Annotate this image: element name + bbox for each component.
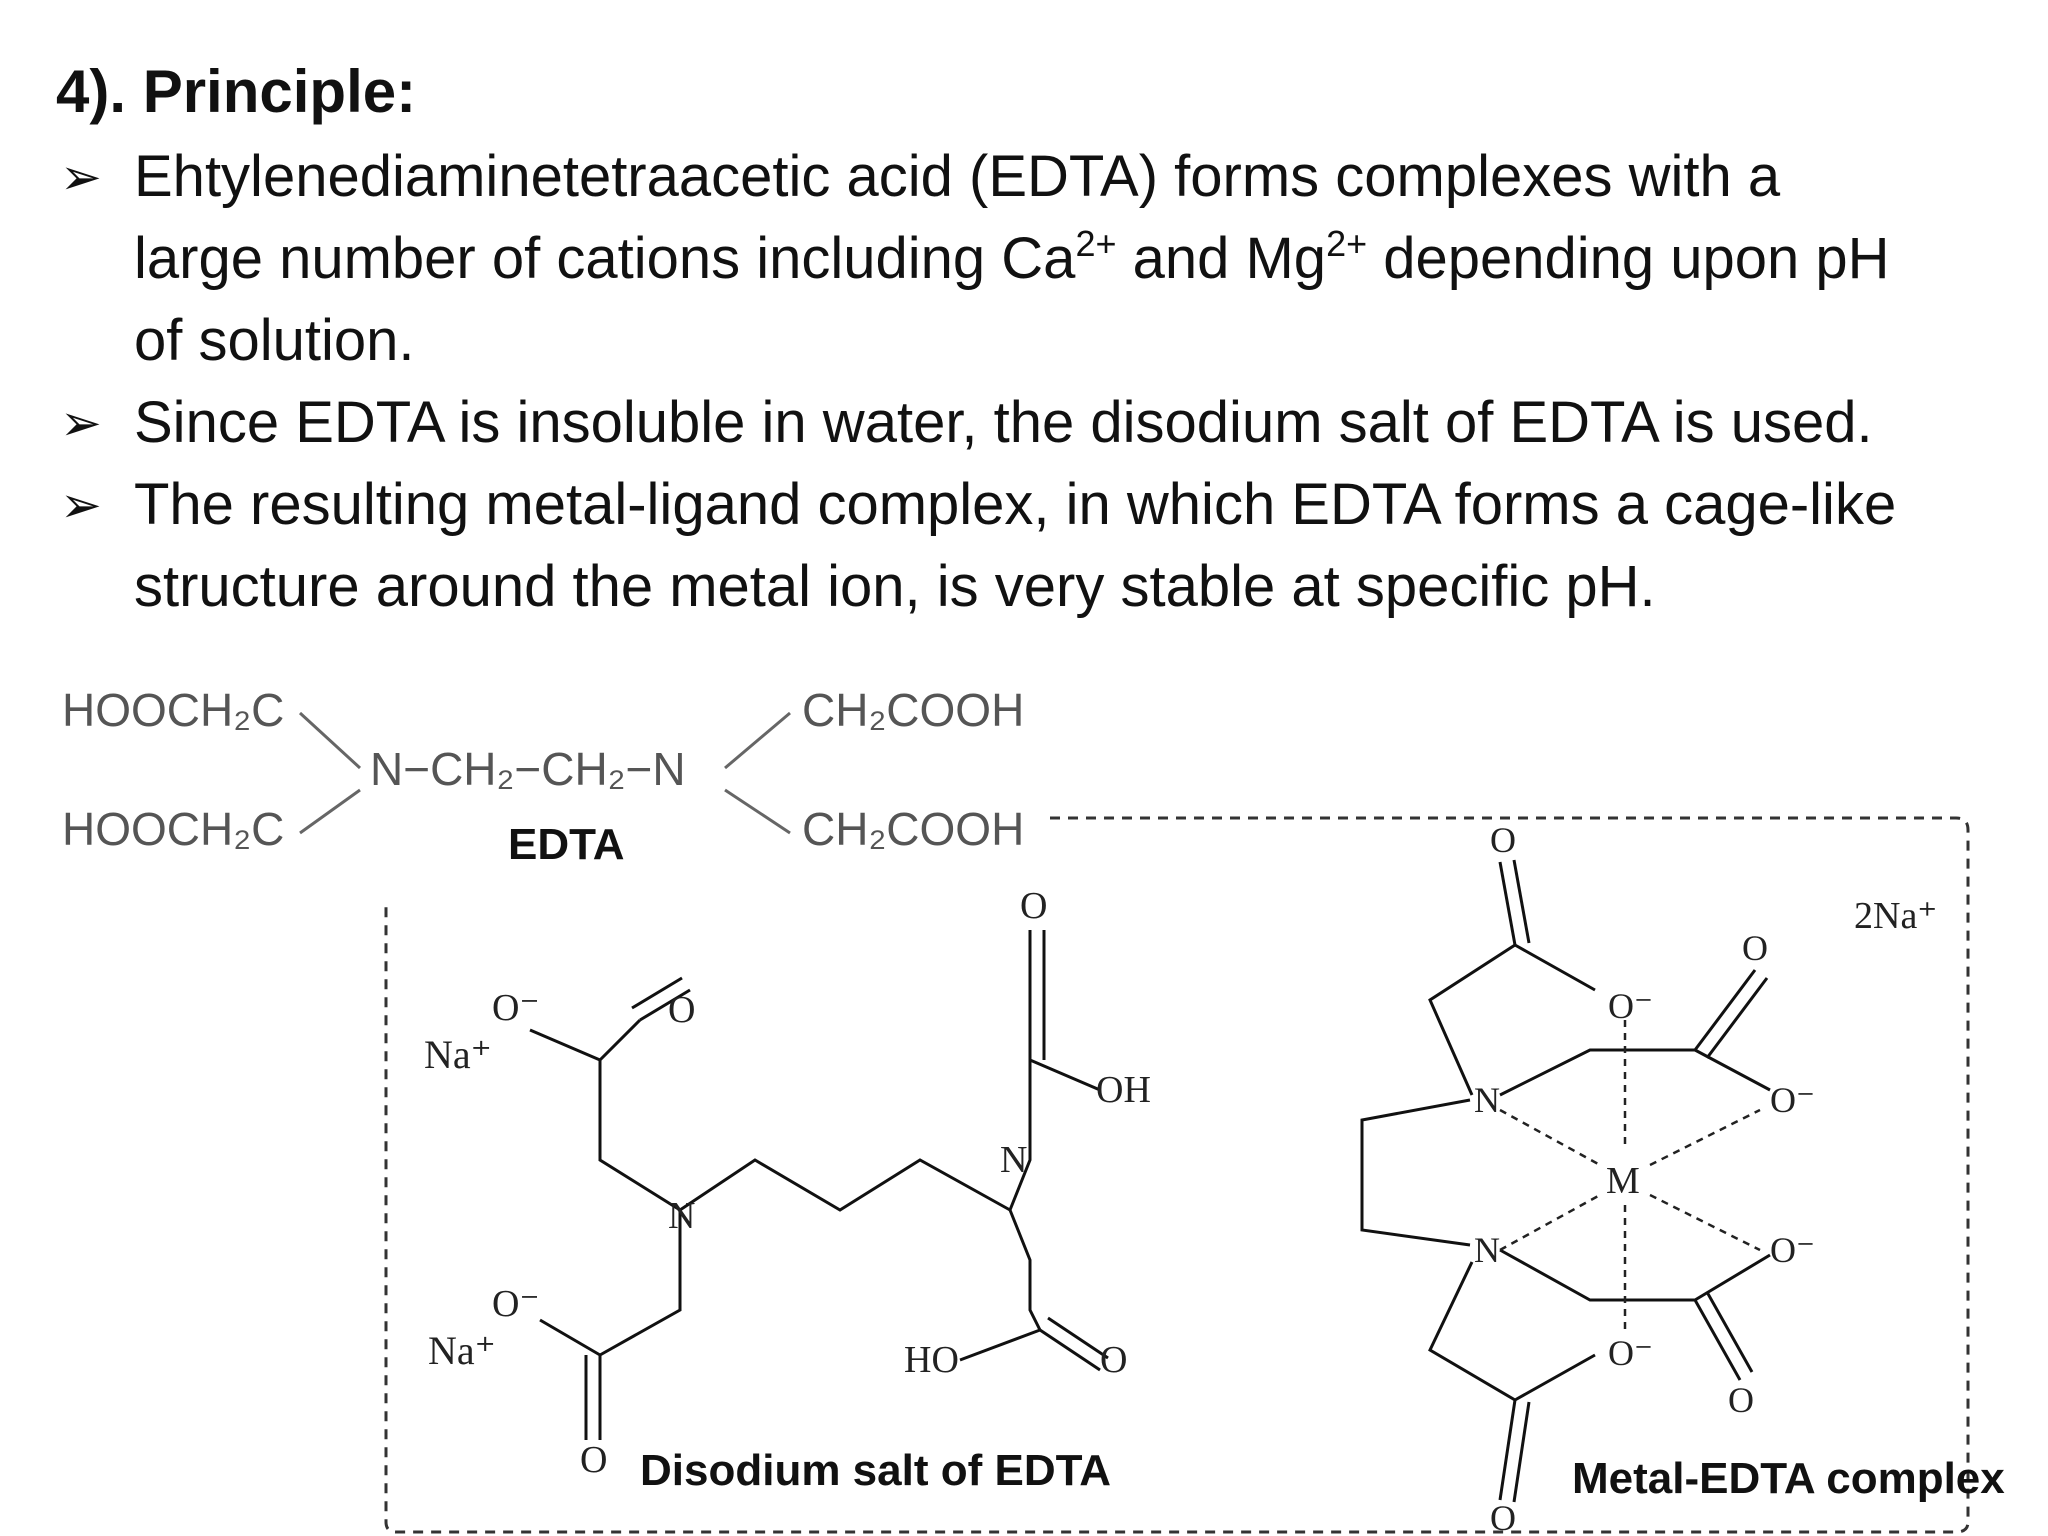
bullet-2-text: Since EDTA is insoluble in water, the di… xyxy=(134,390,1873,455)
disodium-caption: Disodium salt of EDTA xyxy=(640,1446,1111,1495)
complex-oxygen-top: O xyxy=(1490,820,1516,860)
bullet-item-1: ➢ Ehtylenediaminetetraacetic acid (EDTA)… xyxy=(56,136,2036,382)
bullet-1-line-1: Ehtylenediaminetetraacetic acid (EDTA) f… xyxy=(134,144,1781,209)
carbonyl-oxygen-right-bottom: O xyxy=(1100,1339,1127,1381)
edta-backbone: N−CH₂−CH₂−N xyxy=(370,743,686,795)
bullet-1-text-a: large number of cations including Ca xyxy=(134,226,1076,291)
complex-carboxylate-top: O⁻ xyxy=(1608,986,1653,1026)
arrow-bullet-icon: ➢ xyxy=(60,477,102,533)
sodium-ion-bottom: Na⁺ xyxy=(428,1328,496,1373)
bullet-3-line-2: structure around the metal ion, is very … xyxy=(134,554,1656,619)
dashed-enclosure xyxy=(384,816,1970,1534)
disodium-n-left: N xyxy=(668,1195,695,1237)
disodium-bonds xyxy=(529,930,1109,1440)
complex-carboxylate-right-top: O⁻ xyxy=(1770,1080,1815,1120)
complex-nitrogen-top: N xyxy=(1474,1080,1500,1120)
complex-oxygen-top-right: O xyxy=(1742,928,1768,968)
arrow-bullet-icon: ➢ xyxy=(60,149,102,205)
carboxylate-oxygen-bottom: O⁻ xyxy=(492,1283,540,1325)
complex-oxygen-bottom: O xyxy=(1490,1498,1516,1536)
disodium-n-right: N xyxy=(1000,1139,1027,1181)
complex-bonds xyxy=(1360,859,1771,1503)
edta-top-left-group: HOOCH₂C xyxy=(62,684,284,736)
bullet-1-text-b: and Mg xyxy=(1116,226,1327,291)
metal-complex-structure: 2Na⁺ O O O⁻ O⁻ N M N O⁻ O⁻ O O xyxy=(1360,820,1937,1536)
bullet-item-2: ➢ Since EDTA is insoluble in water, the … xyxy=(56,382,2036,464)
sodium-ion-top: Na⁺ xyxy=(424,1032,492,1077)
complex-carboxylate-bottom: O⁻ xyxy=(1608,1333,1653,1373)
hydroxyl-right-bottom: HO xyxy=(904,1339,959,1381)
carbonyl-oxygen-right-top: O xyxy=(1020,885,1047,927)
disodium-structure: N N Na⁺ O⁻ O Na⁺ O⁻ O O OH HO O xyxy=(424,885,1151,1481)
complex-carboxylate-right-bottom: O⁻ xyxy=(1770,1230,1815,1270)
edta-bonds xyxy=(298,711,791,835)
bullet-3-line-1: The resulting metal-ligand complex, in w… xyxy=(134,472,1897,537)
bullet-1-line-2: large number of cations including Ca2+ a… xyxy=(134,218,2036,300)
bullet-item-3: ➢ The resulting metal-ligand complex, in… xyxy=(56,464,2036,628)
carbonyl-oxygen-top: O xyxy=(668,989,695,1031)
magnesium-charge: 2+ xyxy=(1326,222,1368,264)
calcium-charge: 2+ xyxy=(1075,222,1117,264)
bullet-list: ➢ Ehtylenediaminetetraacetic acid (EDTA)… xyxy=(56,136,2036,628)
bullet-1-line-3: of solution. xyxy=(134,308,415,373)
bullet-1-text-c: depending upon pH xyxy=(1367,226,1890,291)
page-heading: 4). Principle: xyxy=(56,58,417,125)
hydroxyl-right-top: OH xyxy=(1096,1069,1151,1111)
complex-caption: Metal-EDTA complex xyxy=(1572,1454,2005,1503)
edta-top-right-group: CH₂COOH xyxy=(802,684,1024,736)
edta-bottom-right-group: CH₂COOH xyxy=(802,803,1024,855)
edta-bottom-left-group: HOOCH₂C xyxy=(62,803,284,855)
complex-oxygen-bottom-right: O xyxy=(1728,1380,1754,1420)
metal-center: M xyxy=(1606,1160,1640,1202)
complex-nitrogen-bottom: N xyxy=(1474,1230,1500,1270)
carboxylate-oxygen-top: O⁻ xyxy=(492,987,540,1029)
coordination-bonds xyxy=(1499,1020,1761,1330)
sodium-counter-ion: 2Na⁺ xyxy=(1854,895,1937,937)
arrow-bullet-icon: ➢ xyxy=(60,395,102,451)
carbonyl-oxygen-bottom: O xyxy=(580,1439,607,1481)
edta-caption: EDTA xyxy=(508,820,625,869)
edta-formula: HOOCH₂C HOOCH₂C N−CH₂−CH₂−N CH₂COOH CH₂C… xyxy=(62,684,1024,855)
